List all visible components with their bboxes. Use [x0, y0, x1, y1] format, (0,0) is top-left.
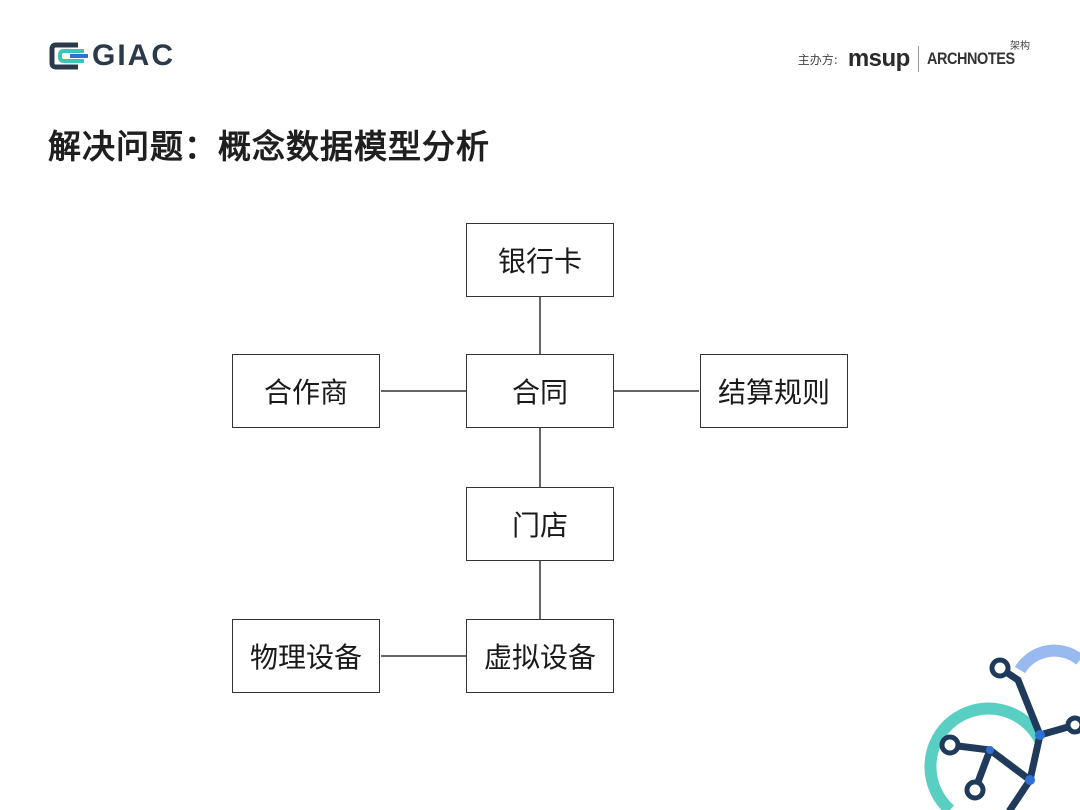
organizer-block: 主办方: msup 架构 ARCHNOTES	[797, 41, 1030, 76]
page-title: 解决问题：概念数据模型分析	[48, 127, 490, 166]
giac-logo-text: GIAC	[92, 39, 175, 72]
giac-logo-mark-icon	[49, 42, 88, 70]
archnotes-cn-text: 架构	[1010, 41, 1030, 52]
node-contract: 合同	[466, 354, 614, 428]
node-partner: 合作商	[232, 354, 380, 428]
archnotes-text: ARCHNOTES	[926, 49, 1015, 68]
node-store: 门店	[466, 487, 614, 561]
node-settlement-rules: 结算规则	[700, 354, 848, 428]
sponsor-divider	[917, 46, 919, 72]
node-physical-device: 物理设备	[232, 619, 380, 693]
msup-logo: msup	[847, 45, 911, 72]
node-virtual-device: 虚拟设备	[466, 619, 614, 693]
archnotes-logo: 架构 ARCHNOTES	[926, 41, 1030, 69]
giac-logo: GIAC	[48, 40, 175, 72]
molecule-decoration-icon	[924, 644, 1080, 810]
organizer-label: 主办方:	[797, 52, 838, 67]
node-bank-card: 银行卡	[466, 223, 614, 297]
